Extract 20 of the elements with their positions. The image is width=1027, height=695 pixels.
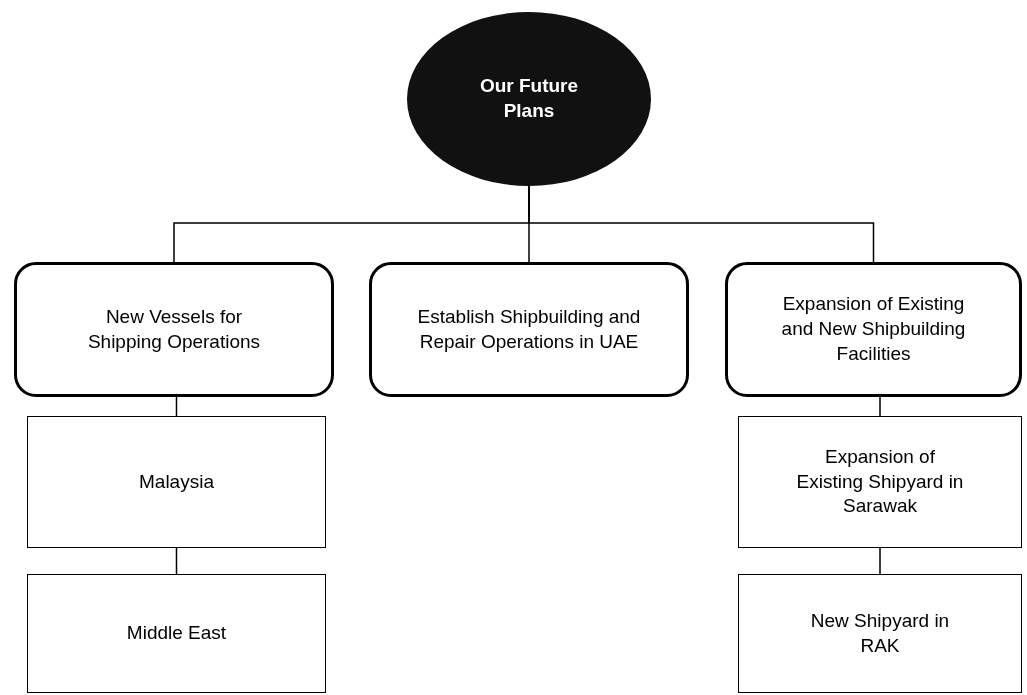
node-label: New Shipyard in RAK [809,608,951,658]
process-box [27,416,326,548]
node-label: Our Future Plans [479,74,579,123]
process-box [738,416,1022,548]
rounded-box [14,262,334,397]
node-label: Malaysia [139,469,214,494]
connector-line [175,547,178,575]
node-label: Establish Shipbuilding and Repair Operations in UAE [416,304,642,354]
node-label: Middle East [126,621,227,646]
rounded-box [725,262,1022,397]
node-label: Expansion of Existing and New Shipbuilding Facilities [780,292,967,366]
node-label: Expansion of Existing Shipyard in Sarawak [795,444,965,519]
rounded-box [369,262,689,397]
connector-line [879,396,881,417]
connector-line [879,547,881,575]
process-box [27,574,326,693]
node-label: New Vessels for Shipping Operations [86,304,262,354]
connector-line [175,396,178,417]
connector-line [528,185,875,263]
process-box [738,574,1022,693]
